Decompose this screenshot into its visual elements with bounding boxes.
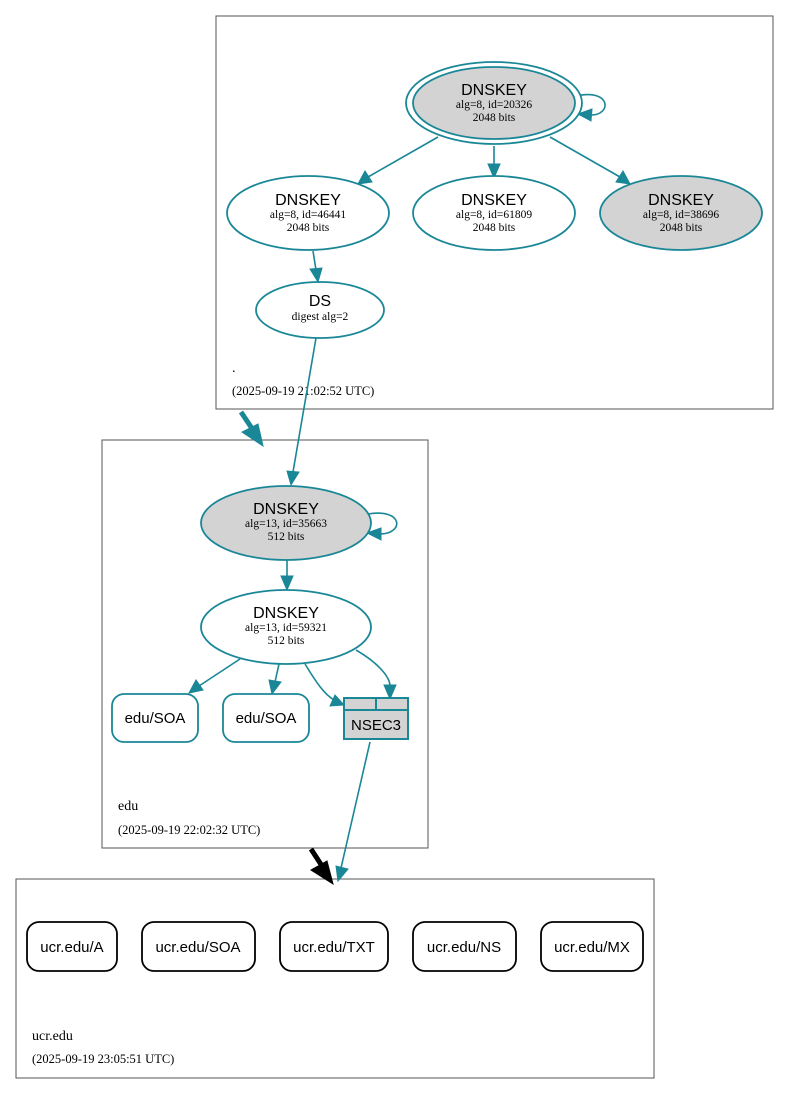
node-ucr-mx-label: ucr.edu/MX (554, 939, 630, 956)
edge-edu-zsk-nsec3-b-head (383, 684, 397, 701)
delegation-root-edu-head (241, 423, 264, 448)
zone-root-name: . (232, 361, 236, 376)
zone-edu-name: edu (118, 799, 138, 814)
node-root-zsk1-title: DNSKEY (275, 192, 341, 209)
node-edu-zsk[interactable]: DNSKEY alg=13, id=59321 512 bits (200, 589, 372, 665)
node-ucr-mx-shape (540, 921, 644, 972)
node-ucr-a-shape (26, 921, 118, 972)
delegation-edu-ucr (308, 847, 325, 868)
node-ucr-txt-label: ucr.edu/TXT (293, 939, 375, 956)
node-edu-ksk-line2: 512 bits (268, 531, 305, 543)
node-ucr-mx[interactable]: ucr.edu/MX (540, 921, 644, 972)
node-edu-zsk-title: DNSKEY (253, 605, 319, 622)
edge-root-ksk-self-head (576, 108, 593, 122)
node-ucr-ns-shape (412, 921, 517, 972)
node-root-zsk1-line2: 2048 bits (287, 222, 330, 234)
node-edu-soa1-label: edu/SOA (125, 710, 186, 727)
node-root-zsk2-line2: 2048 bits (473, 222, 516, 234)
node-ucr-soa-shape (141, 921, 256, 972)
node-edu-ds-title: DS (309, 293, 331, 310)
node-root-zsk2-line1: alg=8, id=61809 (456, 209, 532, 221)
node-edu-soa1-shape (111, 693, 199, 743)
node-edu-soa2[interactable]: edu/SOA (222, 693, 310, 743)
edge-edu-ksk-self-head (365, 527, 382, 541)
node-root-zsk3-line1: alg=8, id=38696 (643, 209, 719, 221)
node-root-zsk2-title: DNSKEY (461, 192, 527, 209)
node-ucr-ns[interactable]: ucr.edu/NS (412, 921, 517, 972)
node-ucr-a[interactable]: ucr.edu/A (26, 921, 118, 972)
edge-root-ksk-zsk2-head (487, 163, 501, 180)
node-root-zsk3-line2: 2048 bits (660, 222, 703, 234)
node-root-ksk-inner (412, 66, 576, 140)
node-edu-ds-line1: digest alg=2 (292, 311, 349, 323)
node-edu-zsk-line1: alg=13, id=59321 (245, 622, 327, 634)
node-edu-soa1[interactable]: edu/SOA (111, 693, 199, 743)
zone-ucr-timestamp: (2025-09-19 23:05:51 UTC) (32, 1052, 174, 1066)
node-root-zsk1-line1: alg=8, id=46441 (270, 209, 346, 221)
node-ucr-soa-label: ucr.edu/SOA (155, 939, 240, 956)
edge-root-ksk-self (575, 93, 606, 116)
edge-edu-zsk-soa1 (198, 658, 241, 687)
edge-nsec3-ucr-head (335, 865, 349, 883)
edge-root-ksk-zsk1-head (357, 170, 373, 185)
node-edu-soa2-label: edu/SOA (236, 710, 297, 727)
edge-edu-zsk-soa1-head (188, 679, 204, 694)
node-root-ksk-line1: alg=8, id=20326 (456, 99, 532, 111)
node-ucr-txt-shape (279, 921, 389, 972)
node-root-zsk3-shape (599, 175, 763, 251)
edge-nsec3-ucr (340, 741, 371, 869)
delegation-edu-ucr-head (310, 860, 334, 886)
node-root-ksk-line2: 2048 bits (473, 112, 516, 124)
edge-ds-edu-ksk (292, 337, 317, 473)
edge-root-ksk-zsk1 (367, 136, 439, 178)
node-root-zsk1[interactable]: DNSKEY alg=8, id=46441 2048 bits (226, 175, 390, 251)
node-edu-soa2-shape (222, 693, 310, 743)
edge-edu-ksk-zsk-head (280, 575, 294, 592)
node-edu-nsec3-label: NSEC3 (351, 717, 401, 734)
edge-root-zsk1-ds (312, 250, 317, 271)
edge-root-ksk-zsk3-head (615, 170, 631, 185)
node-root-zsk2[interactable]: DNSKEY alg=8, id=61809 2048 bits (412, 175, 576, 251)
node-edu-ksk-line1: alg=13, id=35663 (245, 518, 327, 530)
zone-ucr-name: ucr.edu (32, 1029, 73, 1044)
node-ucr-txt[interactable]: ucr.edu/TXT (279, 921, 389, 972)
node-ucr-ns-label: ucr.edu/NS (427, 939, 501, 956)
edge-edu-zsk-nsec3-a-head (329, 694, 346, 707)
node-edu-ds[interactable]: DS digest alg=2 (255, 281, 385, 339)
node-ucr-a-label: ucr.edu/A (40, 939, 103, 956)
node-edu-ksk[interactable]: DNSKEY alg=13, id=35663 512 bits (200, 485, 372, 561)
node-edu-ksk-shape (200, 485, 372, 561)
zone-ucr-box (15, 878, 655, 1079)
edge-root-ksk-zsk3 (549, 136, 621, 178)
zone-edu-timestamp: (2025-09-19 22:02:32 UTC) (118, 823, 260, 837)
node-root-ksk-title: DNSKEY (461, 82, 527, 99)
node-root-zsk2-shape (412, 175, 576, 251)
node-edu-nsec3[interactable]: NSEC3 (343, 697, 409, 740)
node-root-zsk3-title: DNSKEY (648, 192, 714, 209)
node-edu-zsk-shape (200, 589, 372, 665)
node-root-zsk3[interactable]: DNSKEY alg=8, id=38696 2048 bits (599, 175, 763, 251)
edge-edu-zsk-nsec3-b (355, 649, 391, 687)
node-edu-ksk-title: DNSKEY (253, 501, 319, 518)
node-root-ksk[interactable]: DNSKEY alg=8, id=20326 2048 bits (405, 61, 583, 145)
edge-edu-zsk-nsec3-a (304, 663, 335, 701)
edge-edu-ksk-self (367, 512, 398, 535)
node-edu-zsk-line2: 512 bits (268, 635, 305, 647)
zone-root-timestamp: (2025-09-19 21:02:52 UTC) (232, 384, 374, 398)
node-edu-ds-shape (255, 281, 385, 339)
edge-root-zsk1-ds-head (309, 267, 323, 284)
edge-ds-edu-ksk-head (286, 470, 300, 487)
edge-edu-zsk-soa2 (274, 663, 280, 683)
node-ucr-soa[interactable]: ucr.edu/SOA (141, 921, 256, 972)
node-root-zsk1-shape (226, 175, 390, 251)
edge-edu-zsk-soa2-head (268, 679, 282, 696)
